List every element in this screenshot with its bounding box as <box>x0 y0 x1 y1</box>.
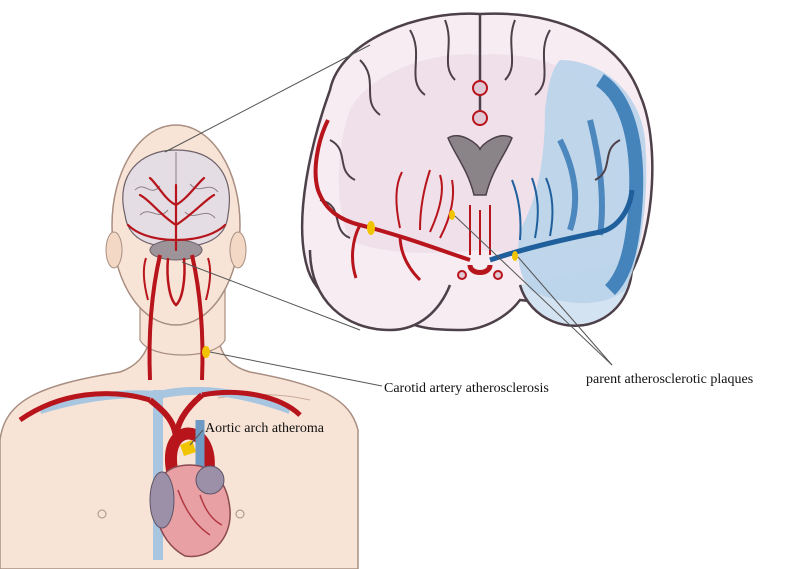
zoom-line-bottom <box>181 261 361 331</box>
aortic-leader <box>189 429 204 446</box>
mca-left <box>313 119 471 262</box>
thoracic-vessels-icon <box>18 386 302 560</box>
parent-leader-2 <box>517 256 613 366</box>
brain-coronal-section-icon <box>300 12 654 332</box>
carotid-atherosclerosis-label: Carotid artery atherosclerosis <box>384 381 549 396</box>
heart-icon <box>149 440 231 558</box>
head-brain-icon <box>122 149 230 261</box>
carotid-leader <box>209 351 383 387</box>
nipple-left <box>97 509 107 519</box>
carotid-plaque-marker <box>202 346 210 358</box>
zoom-line-top <box>164 44 371 153</box>
nipple-right <box>235 509 245 519</box>
leader-lines <box>164 44 613 446</box>
brain-plaque-2 <box>449 210 455 220</box>
aortic-plaque-marker <box>180 440 196 456</box>
aortic-arch-atheroma-label: Aortic arch atheroma <box>205 421 324 436</box>
parent-leader-1 <box>454 215 613 366</box>
brain-plaque-1 <box>367 221 375 235</box>
parent-atherosclerotic-plaques-label: parent atherosclerotic plaques <box>586 372 754 387</box>
brain-plaque-3 <box>512 251 518 261</box>
lateral-ventricles <box>447 135 513 196</box>
